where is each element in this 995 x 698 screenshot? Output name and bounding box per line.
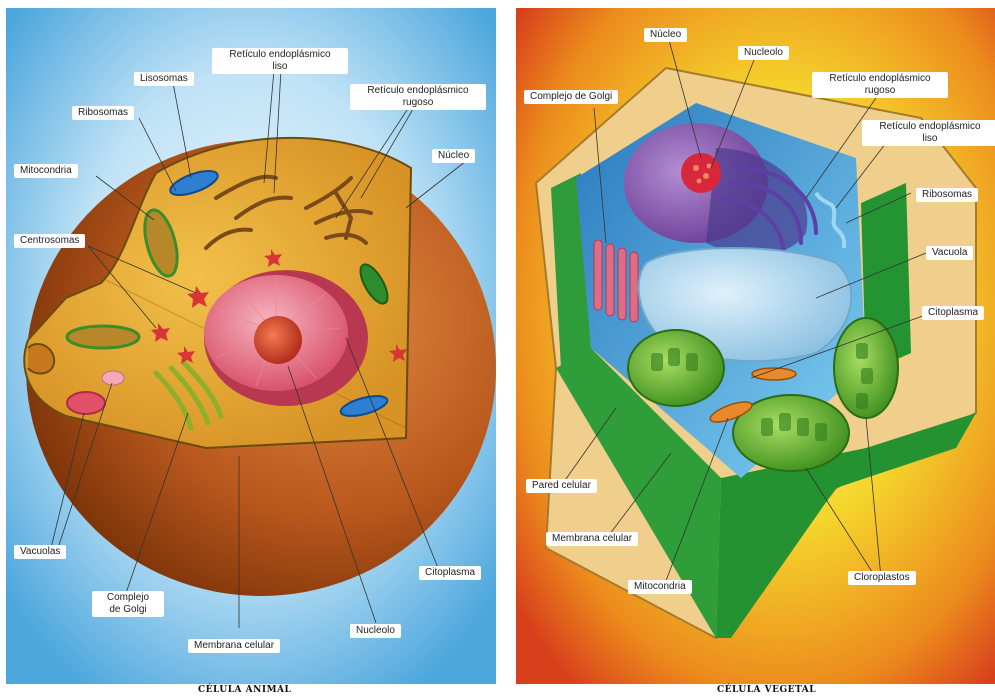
caption-celula-animal: CÉLULA ANIMAL xyxy=(198,685,291,695)
label-centrosomas: Centrosomas xyxy=(14,234,85,248)
label-ribosomas: Ribosomas xyxy=(916,188,978,202)
label-golgi: Complejo de Golgi xyxy=(524,90,618,104)
label-nucleo: Núcleo xyxy=(432,149,475,163)
label-vacuolas: Vacuolas xyxy=(14,545,66,559)
plant-cell-illustration xyxy=(516,8,995,684)
label-citoplasma: Citoplasma xyxy=(922,306,984,320)
plant-cell-panel: Núcleo Nucleolo Complejo de Golgi Retícu… xyxy=(516,8,995,684)
label-nucleolo: Nucleolo xyxy=(350,624,401,638)
label-pared: Pared celular xyxy=(526,479,597,493)
label-vacuola: Vacuola xyxy=(926,246,973,260)
label-membrana: Membrana celular xyxy=(546,532,638,546)
nucleolus xyxy=(254,316,302,364)
label-nucleolo: Nucleolo xyxy=(738,46,789,60)
label-membrana: Membrana celular xyxy=(188,639,280,653)
label-lisosomas: Lisosomas xyxy=(134,72,194,86)
label-citoplasma: Citoplasma xyxy=(419,566,481,580)
label-cloroplastos: Cloroplastos xyxy=(848,571,916,585)
label-nucleo: Núcleo xyxy=(644,28,687,42)
label-ribosomas: Ribosomas xyxy=(72,106,134,120)
label-mitocondria: Mitocondria xyxy=(628,580,692,594)
label-mitocondria: Mitocondria xyxy=(14,164,78,178)
caption-celula-vegetal: CÉLULA VEGETAL xyxy=(717,685,816,695)
